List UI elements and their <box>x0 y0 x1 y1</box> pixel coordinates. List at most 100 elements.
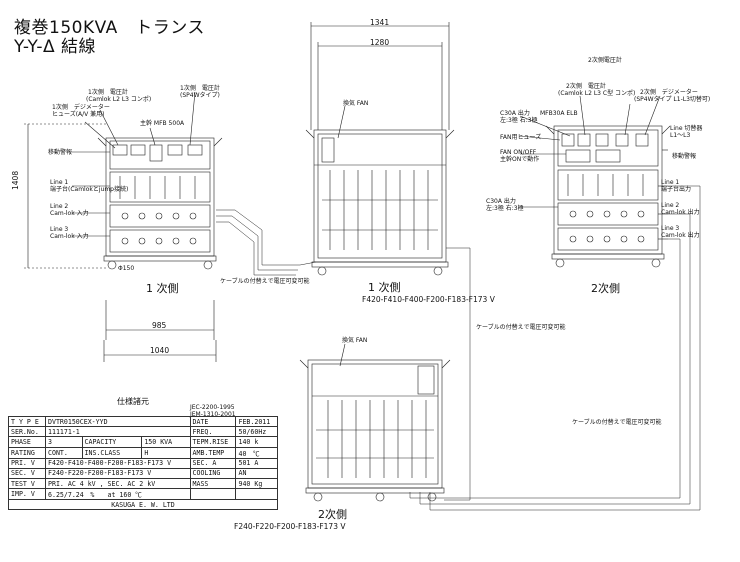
spec-cell: F420-F410-F400-F200-F183-F173 V <box>45 457 191 469</box>
sec-line2-label: Line 2 <box>661 202 680 209</box>
spec-cell: 50/60Hz <box>235 426 278 438</box>
pri-line2-label: Line 2 <box>50 203 69 210</box>
pri-line2-sub: Cam-lok 入力 <box>50 210 89 217</box>
spec-cell: RATING <box>8 446 46 459</box>
sec-c30a-label: C30A 出力 <box>500 110 530 117</box>
pri-line1-sub: 端子台(Camlokとjump接続) <box>50 186 129 193</box>
dim-bottom-width: 985 <box>152 321 167 330</box>
spec-table: T Y P E DVTR0150CEX-YYD DATE FEB.2011 SE… <box>8 415 278 511</box>
sec-side-fan: 換気 FAN <box>342 337 368 344</box>
sec-line3-sub: Cam-lok 出力 <box>661 232 700 239</box>
spec-cell: H <box>141 446 191 459</box>
sec-c30a2-label: C30A 出力 <box>486 198 516 205</box>
secondary-front-cabinet <box>545 125 671 268</box>
spec-cell: AN <box>235 467 278 479</box>
primary-voltage: F420-F410-F400-F200-F183-F173 V <box>362 295 495 304</box>
primary-front-cabinet <box>97 137 223 270</box>
spec-maker: KASUGA E. W. LTD <box>8 499 278 511</box>
spec-cell: SER.No. <box>8 426 46 438</box>
sec-line1-label: Line 1 <box>661 179 680 186</box>
spec-standard-jec: JEC-2200-1995 <box>190 404 235 411</box>
spec-cell: DATE <box>189 415 237 428</box>
secondary-side-label: 2次側 <box>318 508 347 521</box>
sec-c30a2-sub: 左:3極 右:3極 <box>486 205 524 212</box>
cable-routes <box>216 185 701 511</box>
pri-fuse-sub: ヒューズ(A/V 兼用) <box>52 111 105 118</box>
sec-mfb-label: MFB30A ELB <box>540 110 578 117</box>
spec-cell: 150 KVA <box>141 436 191 448</box>
sec-digital-sub: (SP4Wタイプ L1-L3切替可) <box>634 96 711 103</box>
spec-standard-jem: JEM-1310-2001 <box>190 411 236 418</box>
spec-cell: 501 A <box>235 457 278 469</box>
spec-cell: 3 <box>45 436 83 448</box>
sec-header: 2次側電圧計 <box>588 57 622 64</box>
spec-cell: COOLING <box>189 467 237 479</box>
table-row: SEC. V F240-F220-F200-F183-F173 V COOLIN… <box>8 467 278 479</box>
dim-total-width: 1341 <box>370 18 390 27</box>
sec-fan-switch-sub: 主幹ONで動作 <box>500 156 540 163</box>
sec-line-selector: Line 切替器 <box>670 125 703 132</box>
primary-side-label: 1 次側 <box>368 281 401 294</box>
dim-diameter: Φ150 <box>118 265 135 272</box>
primary-side-cabinet <box>305 129 455 276</box>
spec-cell: CAPACITY <box>81 436 143 448</box>
spec-cell: 940 Kg <box>235 477 278 490</box>
sec-digital-label: 2次側 デジメーター <box>640 89 698 96</box>
pri-mfb-label: 主幹 MFB 500A <box>140 120 185 127</box>
table-row: PHASE 3 CAPACITY 150 KVA TEPM.RISE 140 k <box>8 436 278 448</box>
secondary-voltage: F240-F220-F200-F183-F173 V <box>234 522 346 531</box>
sec-line-selector-sub: L1～L3 <box>670 132 691 139</box>
spec-heading: 仕様諸元 <box>117 397 149 406</box>
drawing-title: 複巻150KVA トランス <box>14 18 205 38</box>
spec-cell: T Y P E <box>8 415 46 428</box>
spec-cell: DVTR0150CEX-YYD <box>45 415 191 428</box>
pri-digital-sub: (SP4Wタイプ) <box>180 92 220 99</box>
pri-line3-sub: Cam-lok 入力 <box>50 233 89 240</box>
secondary-side-cabinet <box>299 359 451 502</box>
sec-fan-switch: FAN ON/OFF <box>500 149 537 156</box>
spec-cell: TEPM.RISE <box>189 436 237 448</box>
cable-note-1: ケーブルの付替えで電圧可変可能 <box>220 278 310 285</box>
sec-fan-fuse: FAN用ヒューズ <box>500 134 542 141</box>
pri-digital-label: 1次側 電圧計 <box>180 85 220 92</box>
spec-cell: INS.CLASS <box>81 446 143 459</box>
pri-fuse-label: 1次側 デジメーター <box>52 104 110 111</box>
pri-meter-label: 1次側 電圧計 <box>88 89 128 96</box>
table-row: TEST V PRI. AC 4 kV , SEC. AC 2 kV MASS … <box>8 477 278 490</box>
spec-cell: FEB.2011 <box>235 415 278 428</box>
dim-height: 1408 <box>11 170 20 190</box>
pri-line1-label: Line 1 <box>50 179 69 186</box>
spec-cell: AMB.TEMP <box>189 446 237 459</box>
pri-line3-label: Line 3 <box>50 226 69 233</box>
table-row: T Y P E DVTR0150CEX-YYD DATE FEB.2011 <box>8 415 278 428</box>
spec-cell: 140 k <box>235 436 278 448</box>
pri-left-mark: 移動警報 <box>48 149 73 156</box>
cable-note-2: ケーブルの付替えで電圧可変可能 <box>476 324 566 331</box>
spec-cell: CONT. <box>45 446 83 459</box>
secondary-front-label: 2次側 <box>591 282 620 295</box>
spec-cell: TEST V <box>8 477 46 490</box>
spec-cell: F240-F220-F200-F183-F173 V <box>45 467 191 479</box>
table-row: PRI. V F420-F410-F400-F200-F183-F173 V S… <box>8 457 278 469</box>
spec-cell: FREQ. <box>189 426 237 438</box>
spec-cell: SEC. A <box>189 457 237 469</box>
spec-cell <box>235 488 278 501</box>
spec-cell: SEC. V <box>8 467 46 479</box>
pri-meter-sub: (Camlok L2 L3 コンポ) <box>86 96 152 103</box>
spec-cell <box>189 488 237 501</box>
dim-inner-width: 1280 <box>370 38 390 47</box>
sec-line2-sub: Cam-lok 出力 <box>661 209 700 216</box>
sec-c30a-sub: 左:3極 右:3極 <box>500 117 538 124</box>
spec-cell: IMP. V <box>8 488 46 501</box>
spec-cell: 111171-1 <box>45 426 191 438</box>
cable-note-3: ケーブルの付替えで電圧可変可能 <box>572 419 662 426</box>
spec-cell: PHASE <box>8 436 46 448</box>
sec-right-mark: 移動警報 <box>672 153 697 160</box>
sec-meter-label: 2次側 電圧計 <box>566 83 606 90</box>
drawing-subtitle: Y-Y-Δ 結線 <box>14 37 97 57</box>
pri-side-fan: 換気 FAN <box>343 100 369 107</box>
spec-cell: PRI. AC 4 kV , SEC. AC 2 kV <box>45 477 191 490</box>
sec-line1-sub: 端子台出力 <box>661 186 692 193</box>
